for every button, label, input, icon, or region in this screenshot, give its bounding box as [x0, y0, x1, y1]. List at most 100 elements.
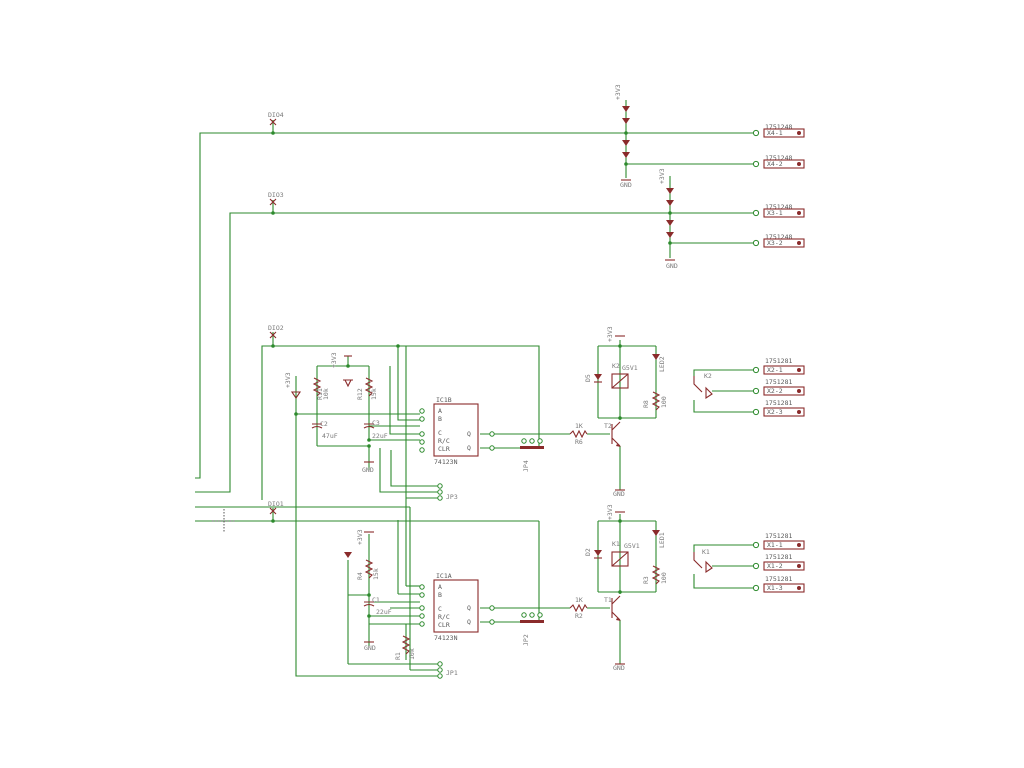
label-dio1: DIO1 [268, 500, 284, 508]
value-r11: 10k [322, 388, 330, 400]
value-r12: 15k [370, 388, 378, 400]
svg-text:X4-1: X4-1 [767, 129, 783, 137]
label-gnd-t1: GND [613, 664, 625, 672]
svg-text:1751281: 1751281 [765, 378, 792, 386]
label-k1-coil: K1 [612, 540, 620, 548]
value-r1: 10k [408, 648, 416, 660]
label-r4: R4 [356, 572, 364, 580]
value-r3: 100 [660, 572, 668, 584]
label-r8: R8 [642, 400, 650, 408]
jumper-jp2[interactable]: JP2 [520, 612, 544, 646]
ic1a-section: +3V3 R4 15k C1 22uF GND R1 10k IC1A A B … [344, 504, 713, 679]
svg-text:Q: Q [467, 604, 471, 612]
label-c1: C1 [372, 596, 380, 604]
label-r2: R2 [575, 612, 583, 620]
svg-text:X3-2: X3-2 [767, 239, 783, 247]
jumper-jp4[interactable]: JP4 [520, 438, 544, 472]
svg-text:1751248: 1751248 [765, 123, 792, 131]
svg-text:1751281: 1751281 [765, 532, 792, 540]
svg-text:1751281: 1751281 [765, 553, 792, 561]
label-v33-top: +3V3 [330, 352, 338, 368]
value-c3: 22uF [372, 432, 388, 440]
svg-text:Q: Q [467, 618, 471, 626]
label-d2: D2 [584, 548, 592, 556]
label-r6: R6 [575, 438, 583, 446]
label-gnd-top: GND [362, 466, 374, 474]
label-r12: R12 [356, 388, 364, 400]
wires [195, 100, 755, 677]
connector-x2-2: 1751281 X2-2 [752, 378, 805, 396]
label-gnd-x3: GND [666, 262, 678, 270]
svg-text:X3-1: X3-1 [767, 209, 783, 217]
label-v33-x3: +3V3 [658, 168, 666, 184]
connector-x4-2: 1751248 X4-2 [752, 154, 805, 169]
value-c2: 47uF [322, 432, 338, 440]
value-k1: G5V1 [624, 542, 640, 550]
svg-text:CLR: CLR [438, 445, 450, 453]
svg-text:JP3: JP3 [446, 493, 458, 501]
svg-text:X4-2: X4-2 [767, 160, 783, 168]
label-k2-coil: K2 [612, 362, 620, 370]
label-led2: LED2 [658, 356, 666, 372]
jumper-jp3[interactable]: JP3 [437, 483, 458, 501]
svg-text:1751248: 1751248 [765, 203, 792, 211]
label-v33-k1: +3V3 [606, 504, 614, 520]
svg-text:JP2: JP2 [522, 634, 530, 646]
label-74123n-top: 74123N [434, 458, 458, 466]
svg-text:JP4: JP4 [522, 460, 530, 472]
label-r3: R3 [642, 576, 650, 584]
svg-text:A: A [438, 583, 442, 591]
label-led1: LED1 [658, 532, 666, 548]
label-v33-bot: +3V3 [356, 529, 364, 545]
label-d3: +3V3 [284, 372, 292, 388]
label-k2-contact: K2 [704, 372, 712, 380]
ic1b-section: +3V3 +3V3 R11 10k R12 15k C2 47uF C3 22u… [284, 326, 713, 501]
label-v33-k2: +3V3 [606, 326, 614, 342]
connector-x2-1: 1751281 X2-1 [752, 357, 805, 375]
label-k1-contact: K1 [702, 548, 710, 556]
svg-text:1751281: 1751281 [765, 399, 792, 407]
label-c2: C2 [320, 420, 328, 428]
label-c3: C3 [372, 419, 380, 427]
label-74123n-bot: 74123N [434, 634, 458, 642]
svg-text:C: C [438, 429, 442, 437]
crosshair-cursor-icon [212, 509, 236, 533]
svg-text:1751248: 1751248 [765, 233, 792, 241]
label-ic1b: IC1B [436, 396, 452, 404]
svg-text:R/C: R/C [438, 613, 450, 621]
svg-text:X2-1: X2-1 [767, 366, 783, 374]
svg-text:C: C [438, 605, 442, 613]
value-r2: 1K [575, 596, 583, 604]
junctions [271, 131, 672, 618]
value-r8: 100 [660, 396, 668, 408]
connector-x2-3: 1751281 X2-3 [752, 399, 805, 417]
svg-text:Q: Q [467, 444, 471, 452]
svg-text:R/C: R/C [438, 437, 450, 445]
label-t2: T2 [604, 422, 612, 430]
label-gnd-x4: GND [620, 181, 632, 189]
svg-text:1751248: 1751248 [765, 154, 792, 162]
connector-x1-1: 1751281 X1-1 [752, 532, 805, 550]
label-dio2: DIO2 [268, 324, 284, 332]
svg-text:X1-1: X1-1 [767, 541, 783, 549]
label-gnd-t2: GND [613, 490, 625, 498]
label-dio4: DIO4 [268, 111, 284, 119]
jumper-jp1[interactable]: JP1 [437, 661, 458, 679]
connector-x1-3: 1751281 X1-3 [752, 575, 805, 593]
svg-text:X1-3: X1-3 [767, 584, 783, 592]
net-labels: DIO4 DIO3 DIO2 DIO1 [268, 111, 284, 515]
svg-text:X2-2: X2-2 [767, 387, 783, 395]
svg-text:B: B [438, 415, 442, 423]
value-r6: 1K [575, 422, 583, 430]
label-r1: R1 [394, 652, 402, 660]
connector-x4-1: 1751248 X4-1 [752, 123, 805, 138]
svg-text:CLR: CLR [438, 621, 450, 629]
svg-text:1751281: 1751281 [765, 357, 792, 365]
label-t1: T1 [604, 596, 612, 604]
label-ic1a: IC1A [436, 572, 452, 580]
value-k2: G5V1 [622, 364, 638, 372]
protection-diodes-x4: +3V3 GND [614, 84, 632, 189]
value-r4: 15k [372, 568, 380, 580]
svg-text:X2-3: X2-3 [767, 408, 783, 416]
